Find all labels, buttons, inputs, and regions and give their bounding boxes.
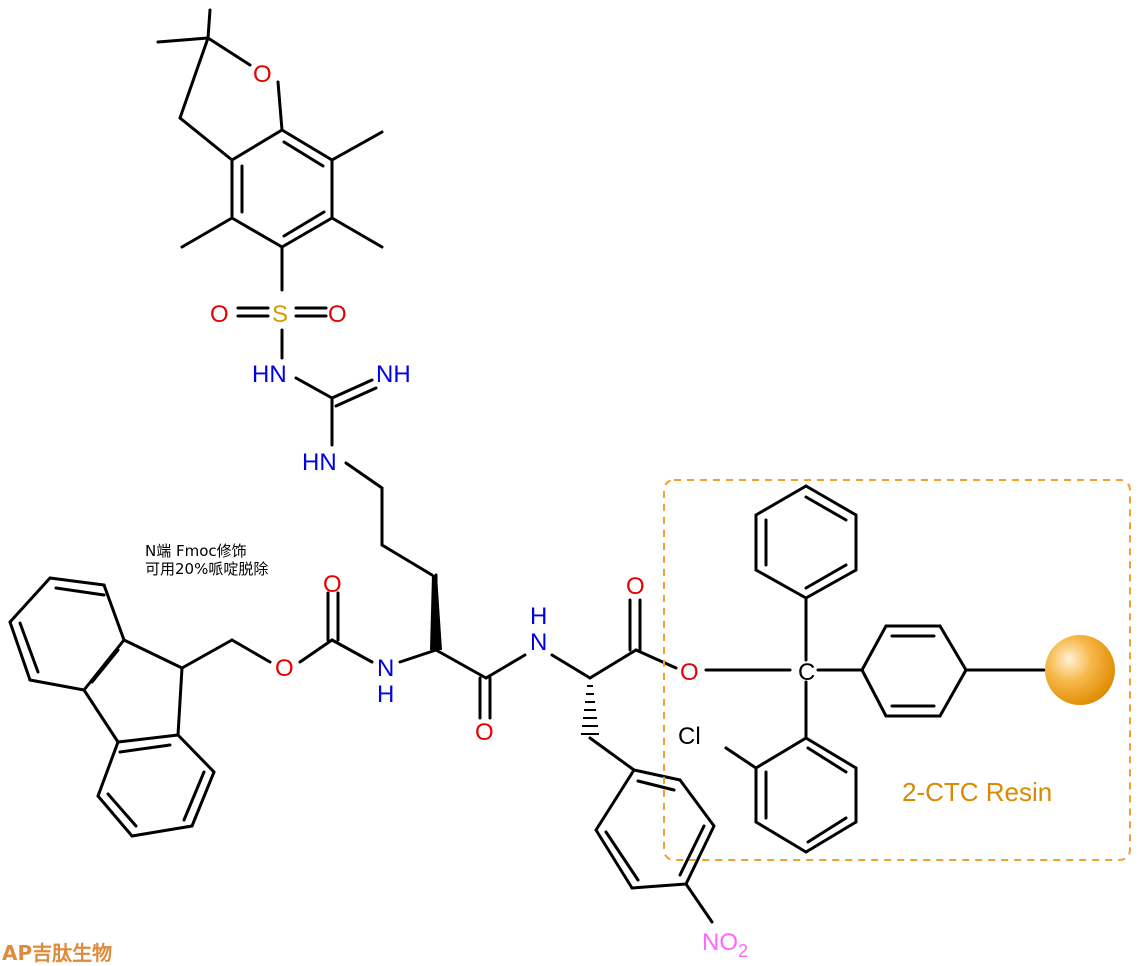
atom-c-trityl: C (798, 659, 815, 686)
atom-o-phe-carbonyl: O (626, 573, 645, 600)
nitrophenyl-ring (594, 768, 716, 924)
atom-s-sulfonyl: S (272, 301, 288, 328)
atom-cl: Cl (678, 723, 701, 750)
resin-label: 2-CTC Resin (902, 777, 1052, 807)
atom-n-arg-amide: N (377, 655, 394, 682)
atom-o-fmoc-ester: O (275, 655, 294, 682)
fluorene-group (8, 576, 234, 838)
peptide-backbone (230, 591, 792, 772)
atom-o-sulfonyl-left: O (210, 301, 229, 328)
atom-nh-guanidine: HN (302, 449, 337, 476)
pbf-protecting-group (156, 8, 384, 447)
atom-o-resin-ester: O (680, 659, 699, 686)
trityl-linker (724, 484, 1046, 854)
atom-o-sulfonyl-right: O (328, 301, 347, 328)
hash-wedge-bond (581, 685, 599, 735)
resin-highlight-box (663, 479, 1131, 861)
arginine-side-chain (344, 461, 442, 652)
resin-bead-icon (1045, 635, 1115, 705)
atom-o-furan: O (253, 61, 272, 88)
atom-nh-sulfonamide: HN (252, 361, 287, 388)
note-line-1: N端 Fmoc修饰 (145, 542, 247, 560)
atom-labels: O O S O HN NH HN O O N H O N H O O C Cl … (210, 61, 815, 961)
atom-h-phe-amide: H (530, 603, 547, 630)
atom-nh-imine: NH (376, 361, 411, 388)
atom-no2: NO2 (702, 929, 748, 961)
atom-o-fmoc-carbonyl: O (323, 571, 342, 598)
atom-o-arg-carbonyl: O (475, 719, 494, 746)
watermark-logo: AP吉肽生物 (2, 941, 112, 965)
atom-h-arg-amide: H (377, 681, 394, 708)
atom-n-phe-amide: N (530, 629, 547, 656)
note-line-2: 可用20%哌啶脱除 (145, 560, 268, 578)
